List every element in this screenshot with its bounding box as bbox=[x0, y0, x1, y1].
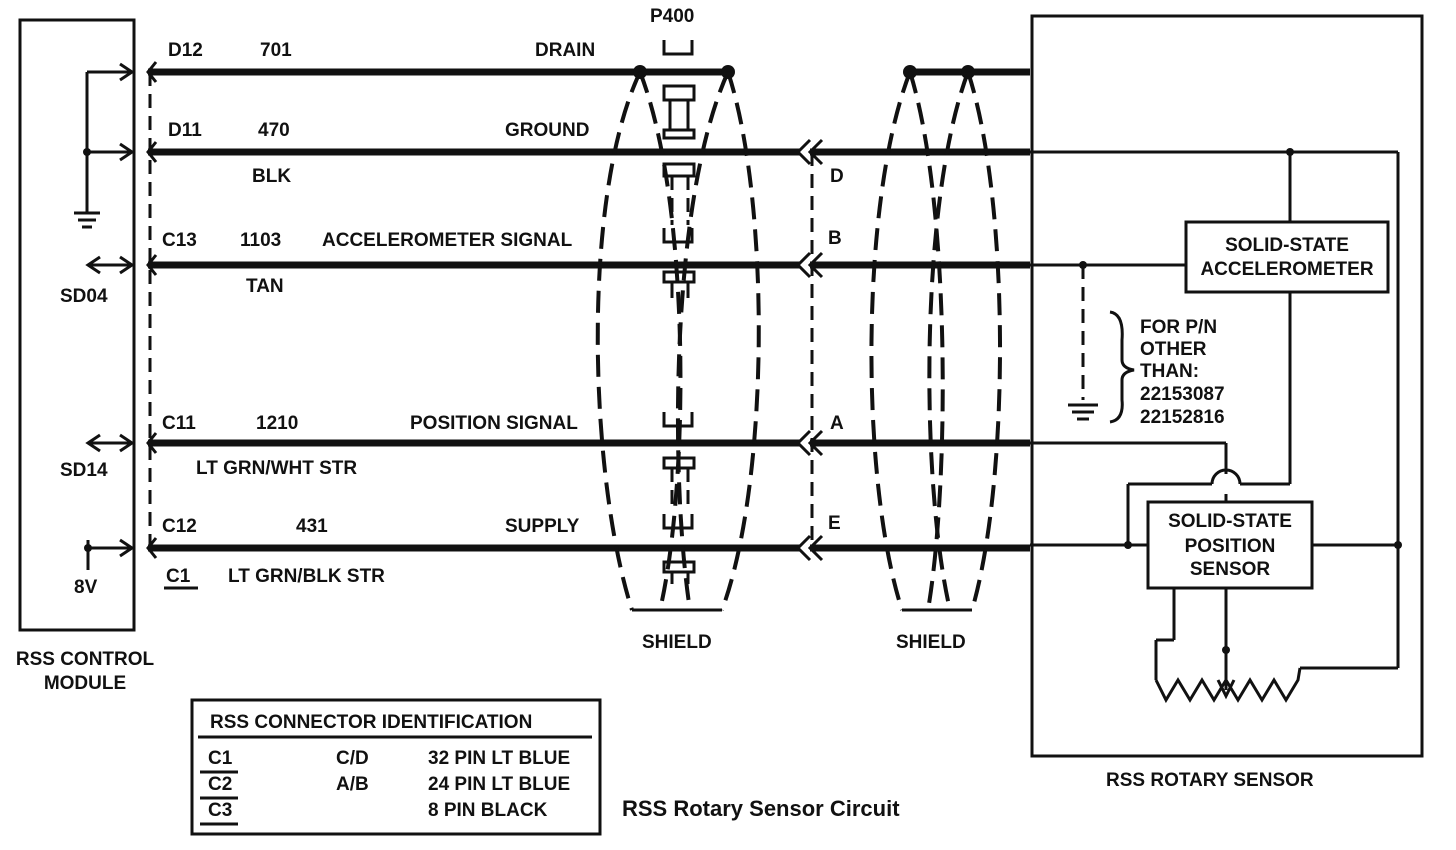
table-row-c2-desc: 24 PIN LT BLUE bbox=[428, 774, 570, 795]
supply-name: SUPPLY bbox=[505, 516, 580, 537]
accelerometer-box-line2: ACCELEROMETER bbox=[1200, 259, 1373, 280]
p400-label: P400 bbox=[650, 6, 694, 27]
supply-wire bbox=[146, 534, 1030, 562]
accelerometer-box-line1: SOLID-STATE bbox=[1225, 235, 1349, 256]
connector-table-box bbox=[190, 698, 602, 836]
position-sensor-box bbox=[1146, 500, 1314, 590]
left-shield bbox=[595, 71, 761, 612]
ground-color: BLK bbox=[252, 166, 291, 187]
position-signal-wire bbox=[146, 429, 1030, 457]
v8-label: 8V bbox=[74, 577, 98, 598]
right-shield-label: SHIELD bbox=[896, 632, 966, 653]
ground-wire bbox=[146, 138, 1030, 166]
supply-circuit: 431 bbox=[296, 516, 328, 537]
accelerometer-color: TAN bbox=[246, 276, 284, 297]
rotary-sensor-label: RSS ROTARY SENSOR bbox=[1106, 770, 1314, 791]
supply-pin: C12 bbox=[162, 516, 197, 537]
table-row-c3-desc: 8 PIN BLACK bbox=[428, 800, 548, 821]
accelerometer-signal-wire bbox=[146, 251, 1030, 279]
accelerometer-terminal: B bbox=[828, 228, 842, 249]
control-module-box bbox=[18, 18, 136, 632]
control-module-label-line1: RSS CONTROL bbox=[16, 649, 155, 670]
left-shield-label: SHIELD bbox=[642, 632, 712, 653]
sd04-arrow bbox=[85, 255, 135, 275]
right-shield bbox=[869, 71, 1002, 612]
note-line3: THAN: bbox=[1140, 361, 1199, 382]
table-row-c1-type: C/D bbox=[336, 748, 369, 769]
note-line4: 22153087 bbox=[1140, 384, 1225, 405]
accelerometer-pin: C13 bbox=[162, 230, 197, 251]
position-pin: C11 bbox=[162, 413, 196, 434]
drain-circuit: 701 bbox=[260, 40, 292, 61]
table-row-c2-type: A/B bbox=[336, 774, 369, 795]
position-circuit: 1210 bbox=[256, 413, 298, 434]
accelerometer-box bbox=[1184, 220, 1390, 294]
ground-circuit: 470 bbox=[258, 120, 290, 141]
position-sensor-line3: SENSOR bbox=[1190, 559, 1271, 580]
note-line5: 22152816 bbox=[1140, 407, 1225, 428]
table-row-c1-id: C1 bbox=[208, 748, 233, 769]
module-internal-ground-network bbox=[74, 62, 135, 229]
ground-pin: D11 bbox=[168, 120, 202, 141]
diagram-title: RSS Rotary Sensor Circuit bbox=[622, 796, 900, 821]
supply-terminal: E bbox=[828, 513, 841, 534]
position-color: LT GRN/WHT STR bbox=[196, 458, 357, 479]
sensor-internal-wiring bbox=[1030, 148, 1402, 704]
note-line2: OTHER bbox=[1140, 339, 1207, 360]
table-row-c1-desc: 32 PIN LT BLUE bbox=[428, 748, 570, 769]
note-line1: FOR P/N bbox=[1140, 317, 1217, 338]
sd04-label: SD04 bbox=[60, 286, 108, 307]
connector-table-header: RSS CONNECTOR IDENTIFICATION bbox=[210, 712, 532, 733]
supply-color: LT GRN/BLK STR bbox=[228, 566, 385, 587]
v8-source-arrow bbox=[84, 538, 135, 570]
control-module-label-line2: MODULE bbox=[44, 673, 126, 694]
sd14-label: SD14 bbox=[60, 460, 108, 481]
drain-wire bbox=[146, 61, 1030, 83]
position-name: POSITION SIGNAL bbox=[410, 413, 578, 434]
accelerometer-circuit: 1103 bbox=[240, 230, 281, 251]
accelerometer-name: ACCELEROMETER SIGNAL bbox=[322, 230, 573, 251]
ground-terminal: D bbox=[830, 166, 844, 187]
table-row-c3-id: C3 bbox=[208, 800, 232, 821]
drain-name: DRAIN bbox=[535, 40, 595, 61]
drain-pin: D12 bbox=[168, 40, 203, 61]
position-terminal: A bbox=[830, 413, 844, 434]
table-row-c2-id: C2 bbox=[208, 774, 232, 795]
c1-connector-label: C1 bbox=[166, 566, 191, 587]
position-sensor-line1: SOLID-STATE bbox=[1168, 511, 1292, 532]
position-sensor-line2: POSITION bbox=[1185, 536, 1276, 557]
ground-name: GROUND bbox=[505, 120, 589, 141]
note-brace bbox=[1109, 310, 1135, 424]
sd14-arrow bbox=[85, 433, 135, 453]
